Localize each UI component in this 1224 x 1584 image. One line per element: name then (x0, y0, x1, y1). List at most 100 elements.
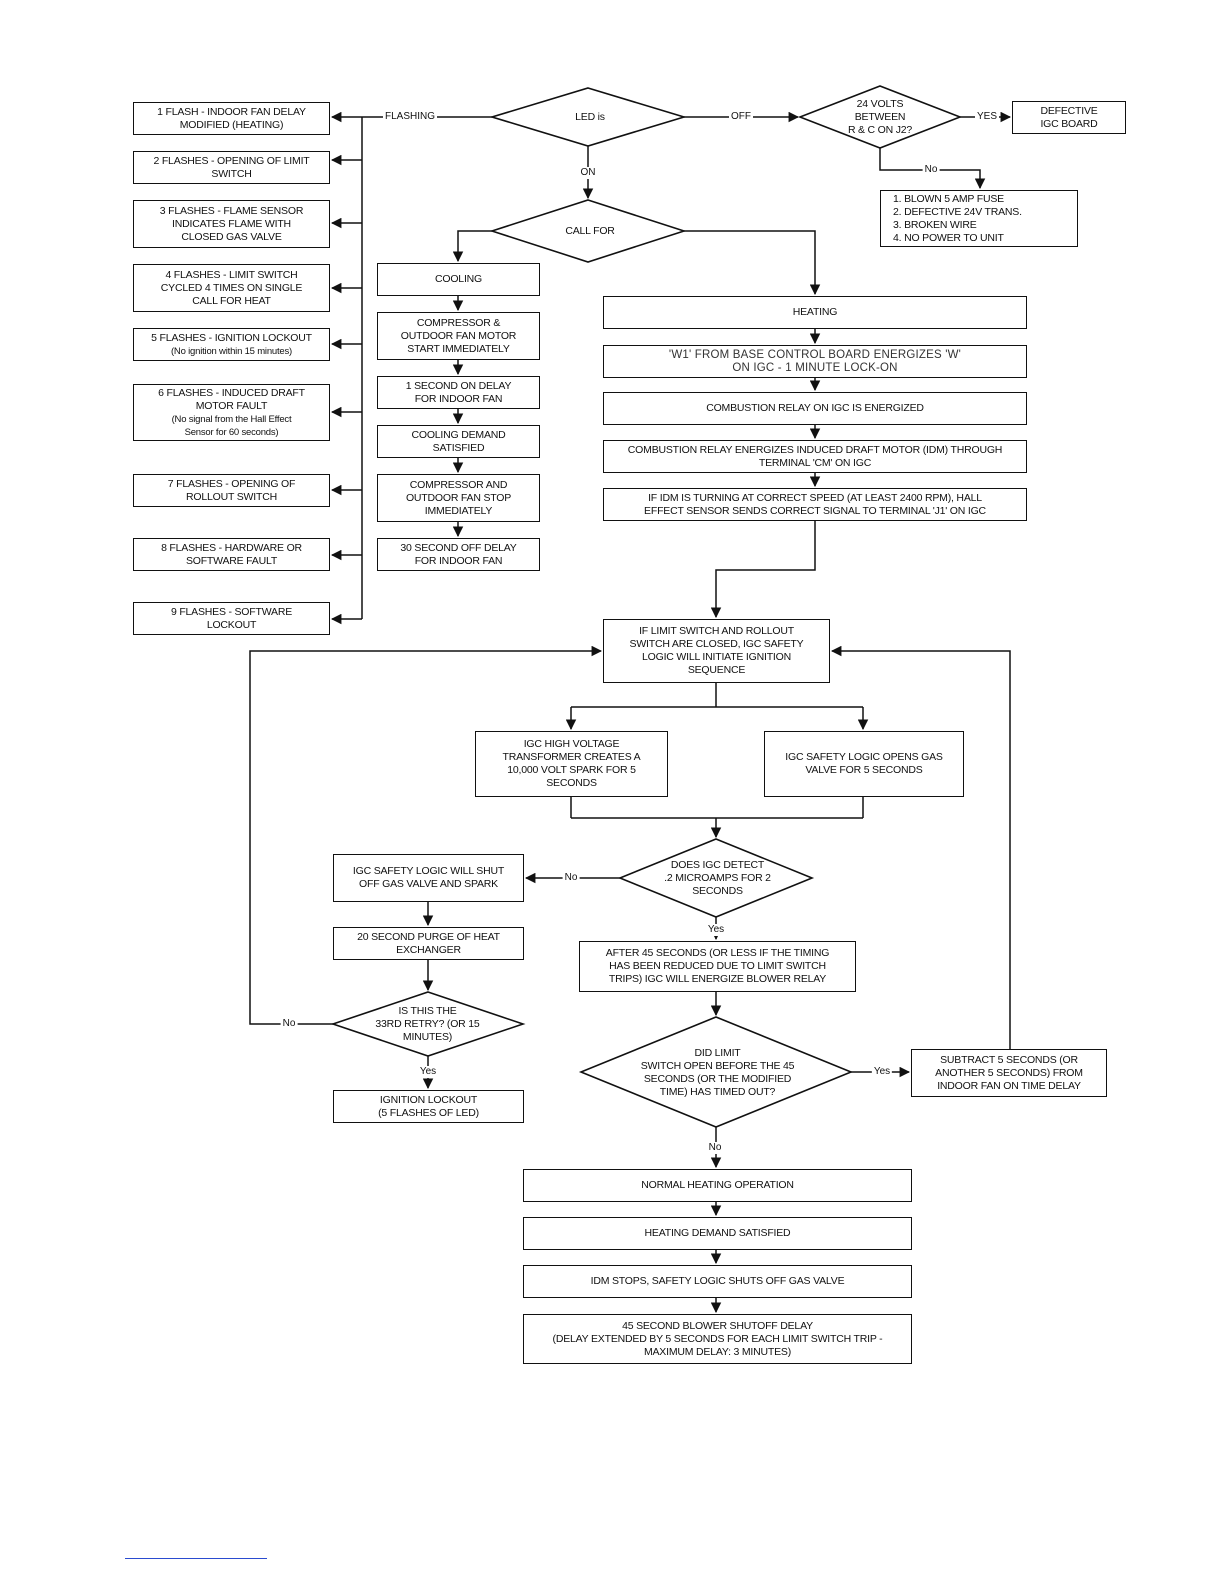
box-text: MAXIMUM DELAY: 3 MINUTES) (643, 1345, 792, 1358)
decision-text: LED is (575, 110, 605, 123)
box-text: 6 FLASHES - INDUCED DRAFT (158, 386, 305, 399)
decision-text: R & C ON J2? (847, 123, 913, 136)
edge-label-no-retry: No (280, 1018, 298, 1030)
edge-label-yes-detect: Yes (705, 924, 727, 936)
flash-code-2: 2 FLASHES - OPENING OF LIMIT SWITCH (133, 151, 330, 184)
decision-text: SECONDS (692, 884, 743, 897)
box-text: 7 FLASHES - OPENING OF (167, 477, 296, 490)
box-text: SUBTRACT 5 SECONDS (OR (940, 1053, 1078, 1066)
box-text: 3 FLASHES - FLAME SENSOR (159, 204, 304, 217)
decision-limit-switch-open: DID LIMIT SWITCH OPEN BEFORE THE 45 SECO… (585, 1022, 850, 1124)
decision-text: IS THIS THE (398, 1004, 457, 1017)
box-text: 9 FLASHES - SOFTWARE (170, 605, 293, 618)
box-text: IDM STOPS, SAFETY LOGIC SHUTS OFF GAS VA… (590, 1275, 845, 1287)
decision-24-volts: 24 VOLTS BETWEEN R & C ON J2? (800, 88, 960, 146)
flash-code-1: 1 FLASH - INDOOR FAN DELAY MODIFIED (HEA… (133, 102, 330, 135)
box-text: NORMAL HEATING OPERATION (641, 1179, 794, 1191)
subtract-5-seconds-box: SUBTRACT 5 SECONDS (OR ANOTHER 5 SECONDS… (911, 1049, 1107, 1097)
blower-shutoff-delay-box: 45 SECOND BLOWER SHUTOFF DELAY (DELAY EX… (523, 1314, 912, 1364)
box-text: 4. NO POWER TO UNIT (893, 231, 1004, 244)
box-text: 45 SECOND BLOWER SHUTOFF DELAY (622, 1319, 813, 1332)
ignition-sequence-box: IF LIMIT SWITCH AND ROLLOUT SWITCH ARE C… (603, 619, 830, 683)
edge-label-no-detect: No (562, 872, 580, 884)
no-power-causes-box: 1. BLOWN 5 AMP FUSE 2. DEFECTIVE 24V TRA… (880, 190, 1078, 247)
box-text: (No ignition within 15 minutes) (170, 345, 293, 357)
box-text: COOLING DEMAND (411, 428, 506, 441)
normal-heating-operation-box: NORMAL HEATING OPERATION (523, 1169, 912, 1202)
decision-text: BETWEEN (854, 110, 906, 123)
box-text: SATISFIED (432, 441, 485, 454)
decision-detect-microamps: DOES IGC DETECT .2 MICROAMPS FOR 2 SECON… (625, 840, 810, 916)
box-text: IMMEDIATELY (424, 504, 493, 517)
edge-label-yes-defective: YES (974, 111, 1000, 123)
w1-energizes-box: 'W1' FROM BASE CONTROL BOARD ENERGIZES '… (603, 345, 1027, 378)
box-text: (5 FLASHES OF LED) (378, 1106, 479, 1119)
decision-text: SECONDS (OR THE MODIFIED (643, 1073, 792, 1085)
box-text: LOCKOUT (206, 618, 257, 631)
fan-on-delay-box: 1 SECOND ON DELAY FOR INDOOR FAN (377, 376, 540, 409)
decision-text: DOES IGC DETECT (670, 858, 765, 871)
box-text: LOGIC WILL INITIATE IGNITION (642, 651, 791, 663)
flash-code-3: 3 FLASHES - FLAME SENSOR INDICATES FLAME… (133, 200, 330, 248)
connector-subtract-loop (830, 645, 1011, 1049)
combustion-relay-box: COMBUSTION RELAY ON IGC IS ENERGIZED (603, 392, 1027, 425)
flash-code-5: 5 FLASHES - IGNITION LOCKOUT (No ignitio… (133, 328, 330, 361)
box-text: 2 FLASHES - OPENING OF LIMIT (153, 154, 310, 167)
diamond-call-for (489, 199, 687, 263)
flash-code-9: 9 FLASHES - SOFTWARE LOCKOUT (133, 602, 330, 635)
box-text: SEQUENCE (687, 664, 746, 676)
box-text: MODIFIED (HEATING) (179, 118, 284, 131)
hall-effect-sensor-box: IF IDM IS TURNING AT CORRECT SPEED (AT L… (603, 488, 1027, 521)
connector-hall-to-ignition (710, 521, 816, 619)
box-text: 1. BLOWN 5 AMP FUSE (893, 192, 1004, 205)
edge-label-on: ON (578, 167, 598, 179)
box-text: COMBUSTION RELAY ENERGIZES INDUCED DRAFT… (627, 443, 1003, 456)
box-text: 30 SECOND OFF DELAY (400, 541, 517, 554)
box-text: SWITCH (211, 167, 252, 180)
box-text: 20 SECOND PURGE OF HEAT (357, 930, 500, 943)
box-text: 10,000 VOLT SPARK FOR 5 (507, 764, 636, 776)
idm-stops-box: IDM STOPS, SAFETY LOGIC SHUTS OFF GAS VA… (523, 1265, 912, 1298)
energize-blower-relay-box: AFTER 45 SECONDS (OR LESS IF THE TIMING … (579, 941, 856, 992)
box-text: OUTDOOR FAN MOTOR (400, 329, 517, 342)
cooling-demand-satisfied-box: COOLING DEMAND SATISFIED (377, 425, 540, 458)
box-text: COMPRESSOR AND (409, 478, 508, 491)
compressor-start-box: COMPRESSOR & OUTDOOR FAN MOTOR START IMM… (377, 312, 540, 360)
box-text: OFF GAS VALVE AND SPARK (359, 878, 498, 890)
box-text: CLOSED GAS VALVE (181, 230, 282, 243)
decision-text: .2 MICROAMPS FOR 2 (664, 871, 771, 884)
edge-label-yes-retry: Yes (417, 1066, 439, 1078)
heating-demand-satisfied-box: HEATING DEMAND SATISFIED (523, 1217, 912, 1250)
decision-33rd-retry: IS THIS THE 33RD RETRY? (OR 15 MINUTES) (335, 994, 520, 1054)
connector-call-heating (684, 230, 821, 296)
edge-label-no-limit: No (706, 1142, 724, 1154)
box-text: AFTER 45 SECONDS (OR LESS IF THE TIMING (605, 947, 830, 959)
box-text: COMPRESSOR & (416, 316, 501, 329)
decision-text: SWITCH OPEN BEFORE THE 45 (640, 1060, 795, 1072)
decision-text: CALL FOR (565, 224, 615, 237)
edge-label-no-power: No (922, 164, 940, 176)
box-text: MOTOR FAULT (195, 399, 268, 412)
box-text: INDOOR FAN ON TIME DELAY (937, 1079, 1081, 1092)
decision-text: DID LIMIT (694, 1047, 741, 1059)
box-text: IGC SAFETY LOGIC WILL SHUT (352, 865, 505, 877)
box-text: IGC HIGH VOLTAGE (523, 738, 620, 750)
box-text: 8 FLASHES - HARDWARE OR (161, 541, 302, 554)
decision-text: 24 VOLTS (856, 97, 904, 110)
box-text: ON IGC - 1 MINUTE LOCK-ON (732, 361, 898, 374)
box-text: TRANSFORMER CREATES A (502, 751, 641, 763)
box-text: EFFECT SENSOR SENDS CORRECT SIGNAL TO TE… (644, 504, 986, 517)
compressor-stop-box: COMPRESSOR AND OUTDOOR FAN STOP IMMEDIAT… (377, 474, 540, 522)
box-text: 'W1' FROM BASE CONTROL BOARD ENERGIZES '… (668, 348, 962, 361)
box-text: INDICATES FLAME WITH (172, 217, 291, 230)
flash-code-4: 4 FLASHES - LIMIT SWITCH CYCLED 4 TIMES … (133, 264, 330, 312)
box-text: DEFECTIVE (1040, 104, 1098, 117)
box-text: SWITCH ARE CLOSED, IGC SAFETY (629, 638, 804, 650)
box-text: START IMMEDIATELY (407, 342, 510, 355)
box-text: FOR INDOOR FAN (414, 392, 503, 405)
box-text: HEATING (792, 306, 838, 318)
defective-igc-board-box: DEFECTIVE IGC BOARD (1012, 101, 1126, 134)
box-text: 5 FLASHES - IGNITION LOCKOUT (151, 331, 312, 344)
